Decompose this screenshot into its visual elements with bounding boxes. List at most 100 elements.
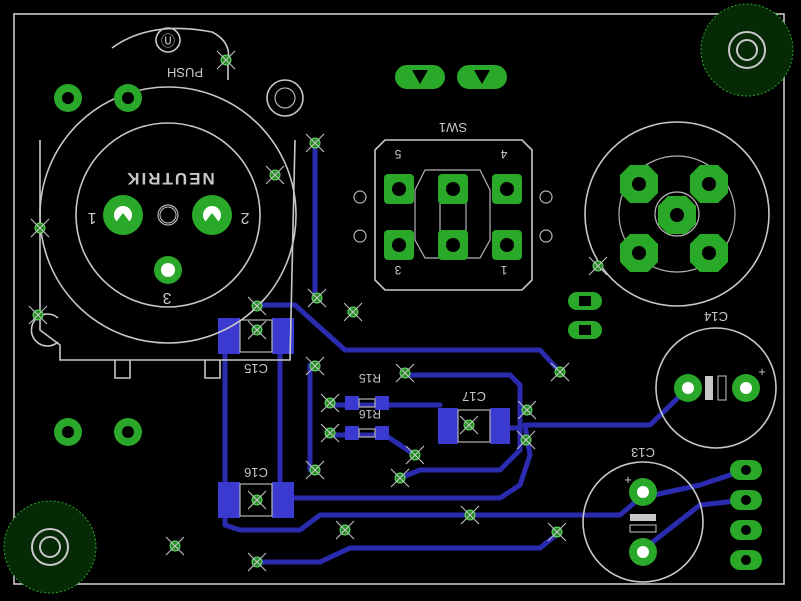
sw1-label: SW1 xyxy=(439,120,467,135)
r16-label: R16 xyxy=(359,407,381,421)
via-mark xyxy=(247,490,267,510)
sw1-outline xyxy=(374,139,533,291)
c17-pad-right xyxy=(490,408,510,444)
xlr-housing xyxy=(39,139,296,361)
sw1-pin-label-tl: 5 xyxy=(394,147,401,161)
c17-body xyxy=(457,409,491,443)
xlr-feet xyxy=(114,360,221,379)
xlr-pin3-label: 3 xyxy=(162,289,171,306)
mounting-hole-icon xyxy=(3,500,97,594)
via-mark xyxy=(305,133,325,153)
c13-body-a xyxy=(630,514,656,521)
c14-body-a xyxy=(705,376,713,400)
vias xyxy=(28,50,608,572)
via-mark xyxy=(459,415,479,435)
r16-pad-left xyxy=(345,426,359,440)
c14-plus-label: + xyxy=(758,364,766,379)
c13-capacitor: C13 + xyxy=(582,445,704,583)
c14-label: C14 xyxy=(704,309,728,324)
round-conn-mid xyxy=(618,155,736,273)
sw1-pin-label-bl: 3 xyxy=(394,263,401,277)
c16-label: C16 xyxy=(244,465,268,480)
xlr-latch-icon xyxy=(30,313,59,347)
ul-logo-icon xyxy=(155,27,181,53)
r15-body xyxy=(358,398,376,408)
via-mark xyxy=(247,320,267,340)
xlr-center-mark xyxy=(157,204,179,226)
xlr-mount-pad-tr-hole xyxy=(122,92,134,104)
c13-plus-label: + xyxy=(624,472,632,487)
via-mark xyxy=(588,256,608,276)
header-pins xyxy=(730,460,762,570)
via-mark xyxy=(517,400,537,420)
led-pad-b-mark xyxy=(474,70,490,84)
via-mark xyxy=(28,305,48,325)
via-mark xyxy=(247,296,267,316)
c15-pad-right xyxy=(272,318,294,354)
c17-pad-left xyxy=(438,408,458,444)
c13-label: C13 xyxy=(631,445,655,460)
via-mark xyxy=(460,505,480,525)
xlr-mount-pad-tl-hole xyxy=(62,92,74,104)
xlr-pad-2-mark xyxy=(202,213,222,226)
via-mark xyxy=(395,363,415,383)
board-outline xyxy=(13,13,785,585)
smd-outlines xyxy=(239,319,491,517)
via-mark xyxy=(216,50,236,70)
via-mark xyxy=(516,430,536,450)
r15-pad-left xyxy=(345,396,359,410)
xlr-center-hole xyxy=(159,206,177,224)
xlr-pad-3-hole xyxy=(161,263,175,277)
mount-pad-bl1-hole xyxy=(62,426,74,438)
small-pads-right xyxy=(568,292,602,339)
r15-label: R15 xyxy=(359,371,381,385)
xlr-pin2-label: 2 xyxy=(240,209,249,226)
neutrik-label: NEUTRIK xyxy=(125,169,215,188)
xlr-connector: Ⓤ PUSH NEUTRIK 1 2 3 xyxy=(30,27,304,446)
c13-outline xyxy=(582,461,704,583)
push-label: PUSH xyxy=(167,65,203,80)
xlr-mount-hole xyxy=(266,79,304,117)
c15-label: C15 xyxy=(244,361,268,376)
c16-pad-left xyxy=(218,482,240,518)
round-connector xyxy=(584,121,770,307)
led-pad-a-mark xyxy=(412,70,428,84)
r15-pad-right xyxy=(375,396,389,410)
sw1-mount-holes xyxy=(353,190,553,243)
via-mark xyxy=(165,536,185,556)
via-mark xyxy=(305,356,325,376)
round-conn-outer xyxy=(584,121,770,307)
xlr-pad-1-mark xyxy=(113,213,133,226)
round-conn-holes xyxy=(632,177,716,260)
c13-body-b xyxy=(629,524,657,533)
via-mark xyxy=(247,552,267,572)
smd-pads xyxy=(218,318,510,518)
mounting-hole-icon xyxy=(700,3,794,97)
via-mark xyxy=(405,445,425,465)
via-mark xyxy=(305,460,325,480)
c16-pad-right xyxy=(272,482,294,518)
via-mark xyxy=(320,423,340,443)
xlr-pin1-label: 1 xyxy=(87,209,96,226)
mounting-hole-bl xyxy=(3,500,97,594)
mount-pad-bl2-hole xyxy=(122,426,134,438)
r16-body xyxy=(358,428,376,438)
ul-logo-text: Ⓤ xyxy=(161,33,175,49)
round-conn-inner xyxy=(654,191,700,237)
sw1-pin-label-tr: 4 xyxy=(500,147,507,161)
xlr-push-tab xyxy=(111,27,230,80)
via-mark xyxy=(307,288,327,308)
via-mark xyxy=(550,362,570,382)
c14-capacitor: C14 + xyxy=(655,309,777,449)
sw1-body xyxy=(414,169,491,259)
c16-body xyxy=(239,483,273,517)
c14-body-b xyxy=(717,375,727,401)
c14-outline xyxy=(655,327,777,449)
sw1-switch: SW1 5 4 3 1 xyxy=(353,65,553,291)
via-mark xyxy=(30,218,50,238)
c17-label: C17 xyxy=(462,389,486,404)
via-mark xyxy=(343,302,363,322)
sw1-pin-label-br: 1 xyxy=(500,263,507,277)
